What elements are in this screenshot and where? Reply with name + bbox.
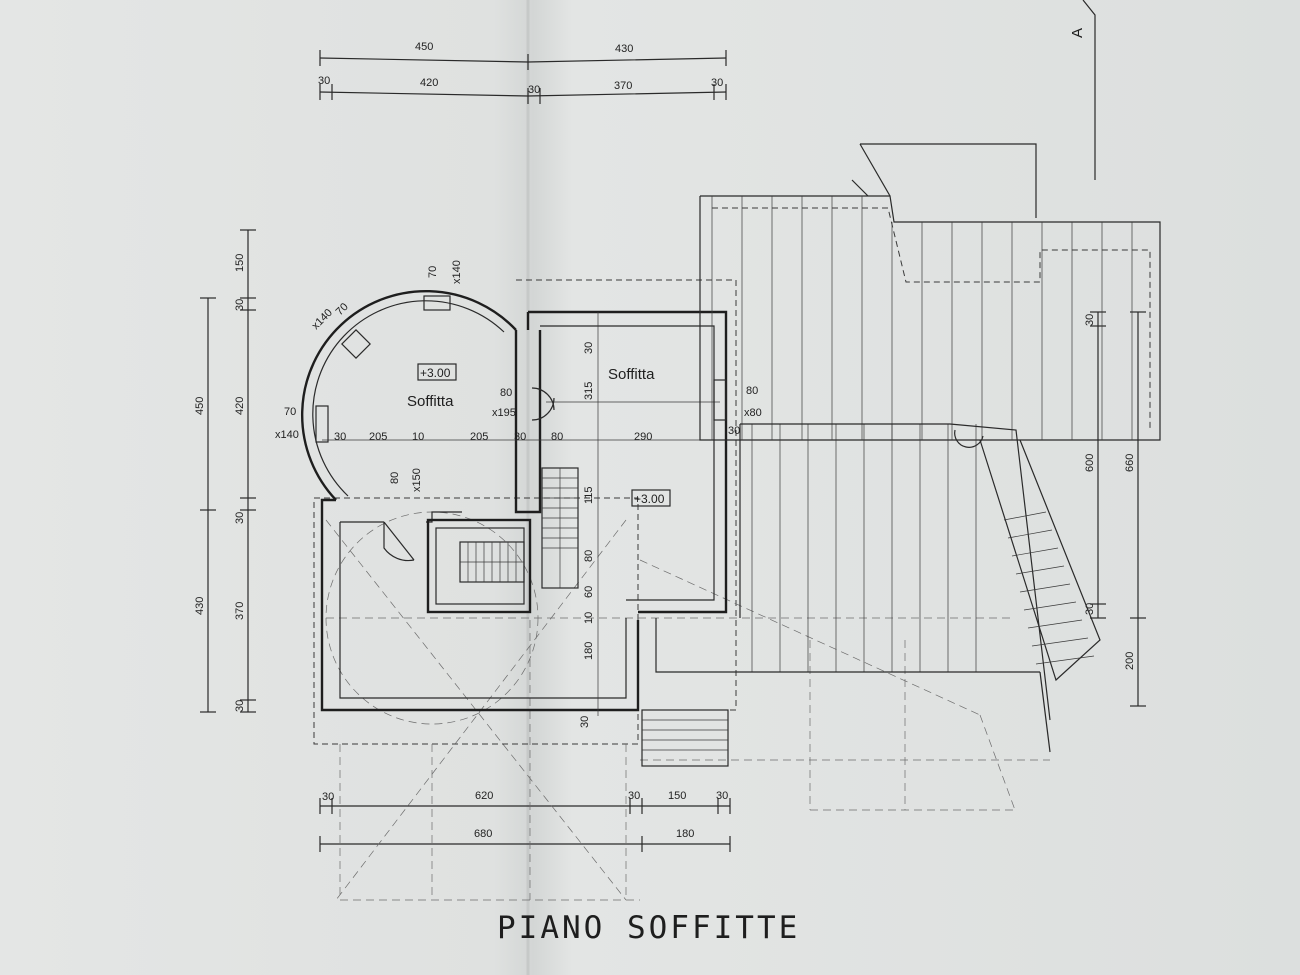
- opening-3-height: x140: [275, 429, 299, 441]
- hatch-line: [1011, 547, 1059, 557]
- opening-5-width: 80: [746, 385, 758, 397]
- opening-6-height: x150: [411, 468, 423, 492]
- dim-right-inner-1: 30: [1084, 314, 1096, 326]
- dim-left-outer-2: 430: [194, 597, 206, 615]
- dim-row-8: 30: [728, 425, 740, 437]
- hatch-line: [1035, 655, 1095, 665]
- dim-row-1: 30: [334, 431, 346, 443]
- dim-right-outer-2: 200: [1124, 652, 1136, 670]
- opening-4-height: x195: [492, 407, 516, 419]
- dim-col-1: 30: [583, 342, 595, 354]
- dim-col-5: 60: [583, 586, 595, 598]
- opening-labels: 70 x140 70 x140 70 x140 80 x195 80 x80 8…: [275, 260, 762, 492]
- dim-left-inner-3: 420: [234, 397, 246, 415]
- dim-bottom-outer-2: 180: [676, 828, 694, 840]
- interior-dimensions: 30 205 10 205 30 80 290 30 30 315 115 80…: [334, 342, 740, 728]
- hatch-line: [1031, 637, 1089, 647]
- opening-4-width: 80: [500, 387, 512, 399]
- opening-2-width: 70: [334, 301, 351, 318]
- opening-2-height: x140: [310, 307, 335, 332]
- dim-left-inner-1: 150: [234, 254, 246, 272]
- hatch-line: [1023, 601, 1077, 611]
- dim-left-inner-6: 30: [234, 700, 246, 712]
- dim-col-3: 115: [583, 486, 595, 504]
- dim-row-5: 30: [514, 431, 526, 443]
- room-attic: Soffitta +3.00: [608, 366, 671, 507]
- stairs: [459, 467, 729, 767]
- dim-top-inner-2: 420: [420, 77, 438, 89]
- dim-left-outer-1: 450: [194, 397, 206, 415]
- exterior-stair: [1003, 511, 1095, 665]
- dim-col-7: 180: [583, 642, 595, 660]
- dim-left-inner-4: 30: [234, 512, 246, 524]
- dim-left-inner-5: 370: [234, 602, 246, 620]
- opening-6-width: 80: [389, 472, 401, 484]
- dim-right-inner-2: 600: [1084, 454, 1096, 472]
- drawing-title: PIANO SOFFITTE: [497, 910, 800, 946]
- bottom-dimensions: 30 620 30 150 30 680 180: [319, 790, 731, 852]
- dim-bottom-inner-3: 30: [628, 790, 640, 802]
- dim-top-inner-5: 30: [711, 77, 723, 89]
- hatch-line: [1007, 529, 1053, 539]
- dim-row-3: 10: [412, 431, 424, 443]
- opening-1-height: x140: [451, 260, 463, 284]
- hatch-line: [1019, 583, 1071, 593]
- dim-top-outer-2: 430: [615, 43, 633, 55]
- hatch-line: [1003, 511, 1047, 521]
- dim-bottom-inner-5: 30: [716, 790, 728, 802]
- dim-col-4: 80: [583, 550, 595, 562]
- section-marker-letter: A: [1069, 28, 1086, 38]
- dim-row-2: 205: [369, 431, 387, 443]
- roof-lower: [655, 423, 1101, 753]
- room-tower-level: +3.00: [420, 366, 451, 380]
- dim-top-outer-1: 450: [415, 41, 433, 53]
- dim-row-7: 290: [634, 431, 652, 443]
- right-dimensions: 30 600 30 660 200: [1084, 311, 1146, 707]
- left-dimensions: 450 430 150 30 420 30 370 30: [194, 229, 256, 713]
- roof-upper: [699, 143, 1161, 441]
- dim-top-inner-3: 30: [528, 84, 540, 96]
- roof-hatching: [711, 196, 1133, 672]
- dim-col-2: 315: [583, 382, 595, 400]
- dim-top-inner-4: 370: [614, 80, 632, 92]
- room-tower: +3.00 Soffitta: [407, 363, 457, 410]
- dim-top-inner-1: 30: [318, 75, 330, 87]
- dim-left-inner-2: 30: [234, 299, 246, 311]
- hatch-line: [1027, 619, 1083, 629]
- dim-bottom-inner-2: 620: [475, 790, 493, 802]
- room-tower-label: Soffitta: [407, 393, 454, 410]
- dim-bottom-inner-1: 30: [322, 791, 334, 803]
- dim-col-6: 10: [583, 612, 595, 624]
- dim-bottom-outer-1: 680: [474, 828, 492, 840]
- room-attic-label: Soffitta: [608, 366, 655, 383]
- dim-right-outer-1: 660: [1124, 454, 1136, 472]
- opening-3-width: 70: [284, 406, 296, 418]
- dim-right-inner-3: 30: [1084, 603, 1096, 615]
- walls: [301, 290, 740, 716]
- room-attic-level: +3.00: [634, 492, 665, 506]
- top-dimensions: 450 430 30 420 30 370 30: [318, 41, 727, 104]
- dim-bottom-inner-4: 150: [668, 790, 686, 802]
- dim-col-8: 30: [579, 716, 591, 728]
- hatch-line: [1015, 565, 1065, 575]
- opening-1-width: 70: [427, 266, 439, 278]
- opening-5-height: x80: [744, 407, 762, 419]
- dim-row-4: 205: [470, 431, 488, 443]
- section-marker: A: [1069, 0, 1096, 180]
- dim-row-6: 80: [551, 431, 563, 443]
